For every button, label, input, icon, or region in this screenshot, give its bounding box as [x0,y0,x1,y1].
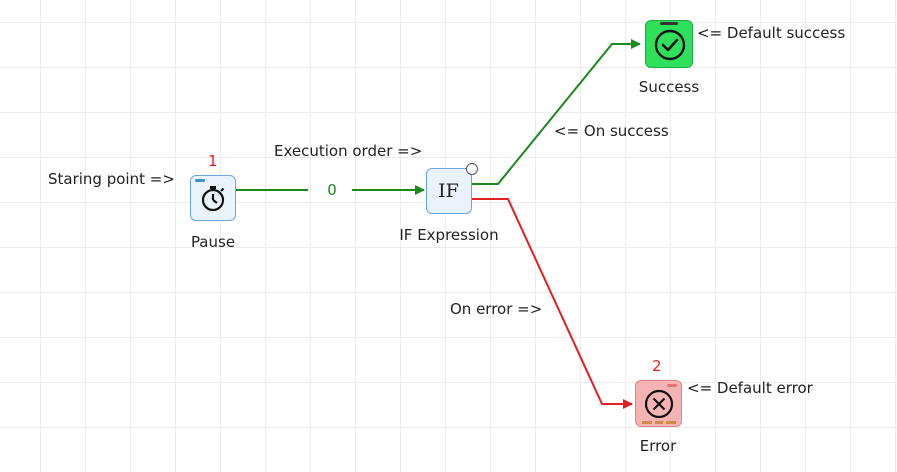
x-circle-icon [644,389,674,419]
node-marker [660,22,678,25]
node-footer-left [642,421,652,424]
execution-order-label: Execution order => [274,142,423,160]
if-expression-node[interactable]: IF [426,168,472,214]
success-node[interactable] [645,20,693,68]
error-order-number: 2 [652,357,662,375]
if-output-port[interactable] [466,163,478,175]
node-footer-mid [655,421,663,424]
stopwatch-icon [201,186,225,212]
on-error-label: On error => [450,300,543,318]
node-marker [667,384,677,387]
success-node-label: Success [638,78,700,96]
check-circle-icon [654,29,686,61]
default-success-label: <= Default success [697,24,846,42]
pause-node[interactable] [190,175,236,221]
error-node[interactable] [635,380,682,427]
pause-order-number: 1 [208,152,218,170]
wire-if-to-error[interactable] [471,198,633,409]
pause-node-label: Pause [190,233,236,251]
on-success-label: <= On success [554,122,669,140]
if-glyph: IF [438,180,459,202]
start-label: Staring point => [48,170,175,188]
error-node-label: Error [639,437,677,455]
node-footer-right [666,421,676,424]
execution-order-value: 0 [327,181,337,199]
wire-if-to-success[interactable] [471,39,641,185]
if-expression-node-label: IF Expression [399,226,499,244]
node-marker [195,179,205,182]
default-error-label: <= Default error [687,379,813,397]
